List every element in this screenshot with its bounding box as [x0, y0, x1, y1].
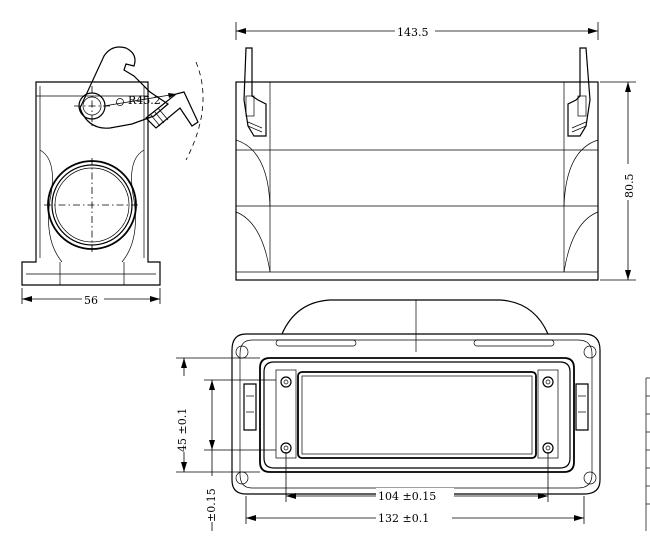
side-view: R45.2 56: [21, 46, 204, 307]
front-view: 143.5 80.5: [235, 22, 636, 281]
height-80-5-label: 80.5: [623, 174, 636, 199]
length-143-5-label: 143.5: [397, 26, 429, 39]
width-104-label: 104 ±0.15: [378, 490, 436, 503]
height-45-label: 45 ±0.1: [176, 408, 189, 452]
radius-arc: [185, 61, 204, 161]
width-56-label: 56: [84, 294, 98, 307]
width-132-label: 132 ±0.1: [378, 512, 429, 525]
tolerance-015-label: ±0.15: [205, 488, 218, 522]
radius-label: R45.2: [128, 94, 161, 107]
bottom-view: 45 ±0.1 ±0.15 104 ±0.15 132 ±0.1: [172, 299, 601, 531]
sheet-border-fragment: [645, 377, 650, 531]
